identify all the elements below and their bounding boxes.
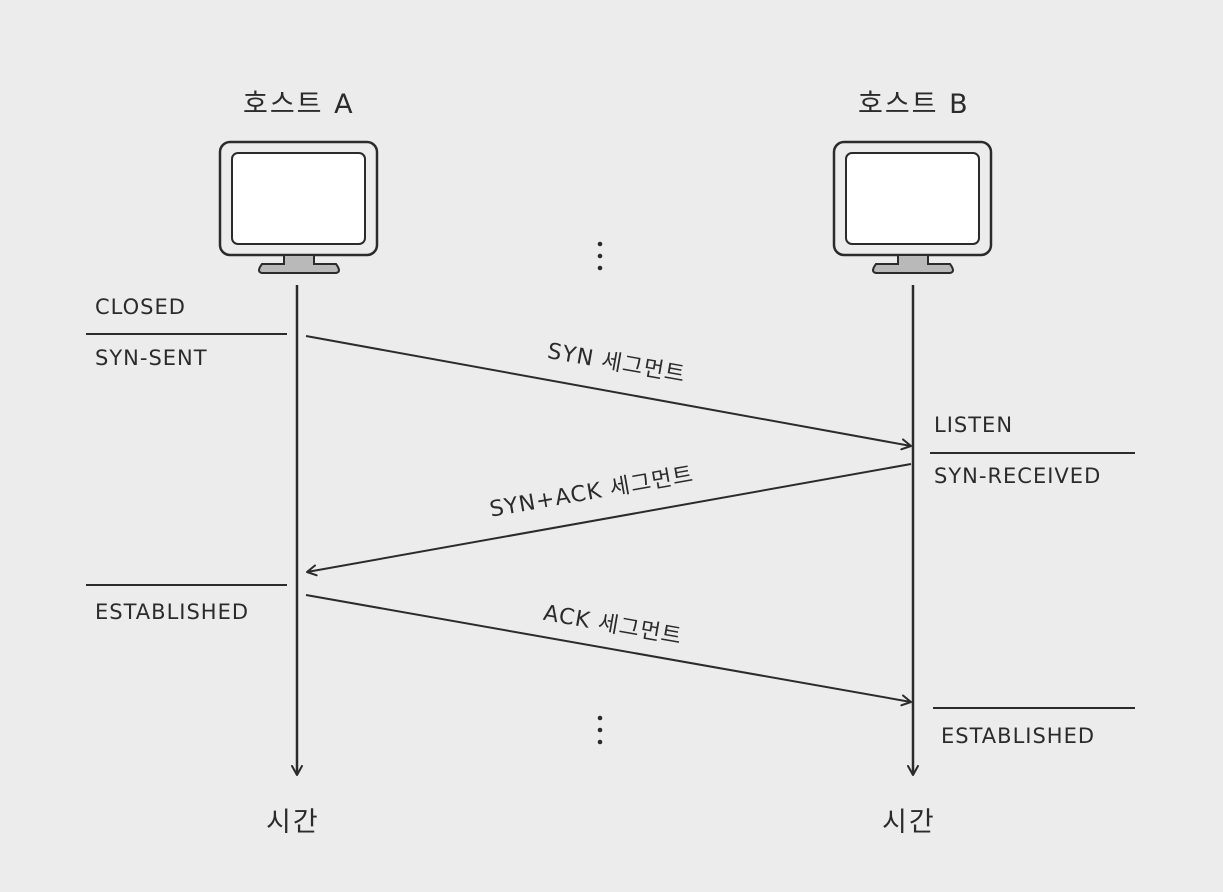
- ellipsis-top-icon: [597, 241, 603, 271]
- host-a-state-closed: CLOSED: [95, 295, 186, 319]
- host-a-state-syn-sent: SYN-SENT: [95, 346, 208, 370]
- host-b-state-established: ESTABLISHED: [941, 724, 1096, 748]
- host-a-state-established: ESTABLISHED: [95, 600, 250, 624]
- ack-segment-arrow: [305, 594, 912, 707]
- host-b-monitor-icon: [832, 140, 993, 274]
- host-b-time-label: 시간: [882, 807, 936, 838]
- host-b-title: 호스트 B: [858, 89, 970, 120]
- syn-ack-segment-arrow: [306, 463, 912, 577]
- host-a-title: 호스트 A: [243, 89, 355, 120]
- host-b-state-listen: LISTEN: [934, 413, 1014, 437]
- syn-segment-arrow: [305, 335, 912, 451]
- host-b-state-syn-received: SYN-RECEIVED: [934, 464, 1102, 488]
- ellipsis-bottom-icon: [597, 715, 603, 745]
- host-a-monitor-icon: [218, 140, 379, 274]
- host-a-time-label: 시간: [266, 807, 320, 838]
